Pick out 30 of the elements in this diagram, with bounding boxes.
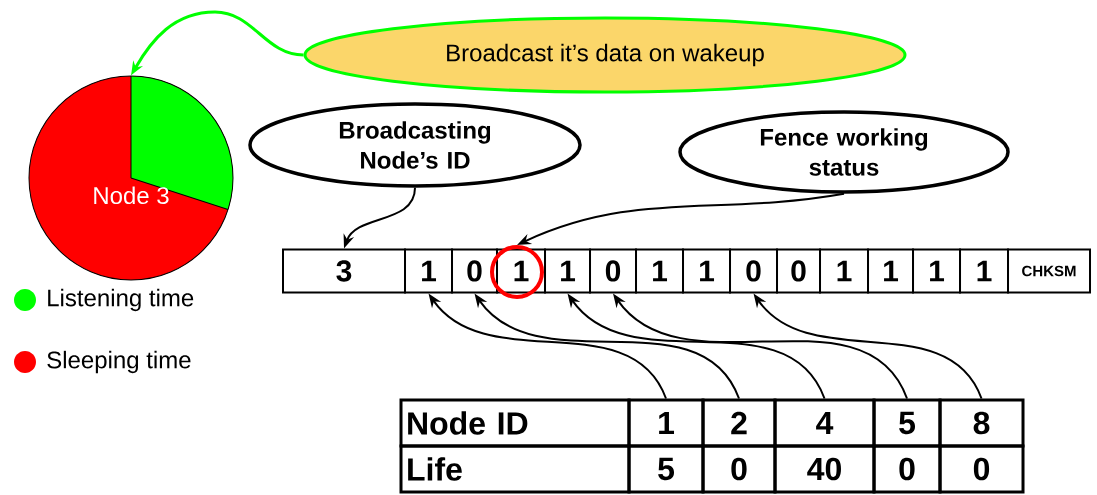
table-cell: 8	[938, 398, 1025, 448]
table-cell: 40	[773, 444, 876, 494]
packet-cell: 1	[635, 248, 684, 294]
table-cell: 5	[872, 398, 942, 448]
packet-cell: CHKSM	[1007, 248, 1091, 294]
table-cell: 4	[773, 398, 876, 448]
table-cell: 0	[701, 444, 777, 494]
legend-label: Sleeping time	[47, 350, 191, 374]
pie-chart: Node 3	[28, 75, 234, 281]
packet-cell: 0	[589, 248, 637, 294]
packet-cell: 1	[404, 248, 453, 294]
table-cell: Life	[399, 444, 631, 494]
packet-cell: 1	[819, 248, 869, 294]
packet-cell: 0	[776, 248, 821, 294]
table-cell: 0	[938, 444, 1025, 494]
table-cell: 0	[872, 444, 942, 494]
packet-cell: 1	[912, 248, 961, 294]
table-cell: 1	[627, 398, 705, 448]
legend-label: Listening time	[48, 288, 194, 312]
packet-cell: 1	[544, 248, 591, 294]
table-cell: Node ID	[399, 398, 631, 448]
packet-cell: 0	[451, 248, 498, 294]
packet-cell: 0	[729, 248, 778, 294]
table-cell: 5	[627, 444, 705, 494]
table-cell: 2	[701, 398, 777, 448]
packet-cell: 1	[867, 248, 914, 294]
packet-cell: 3	[282, 248, 406, 294]
packet-cell: 1	[682, 248, 731, 294]
highlight-circle	[490, 245, 544, 299]
packet-cell: 1	[959, 248, 1009, 294]
